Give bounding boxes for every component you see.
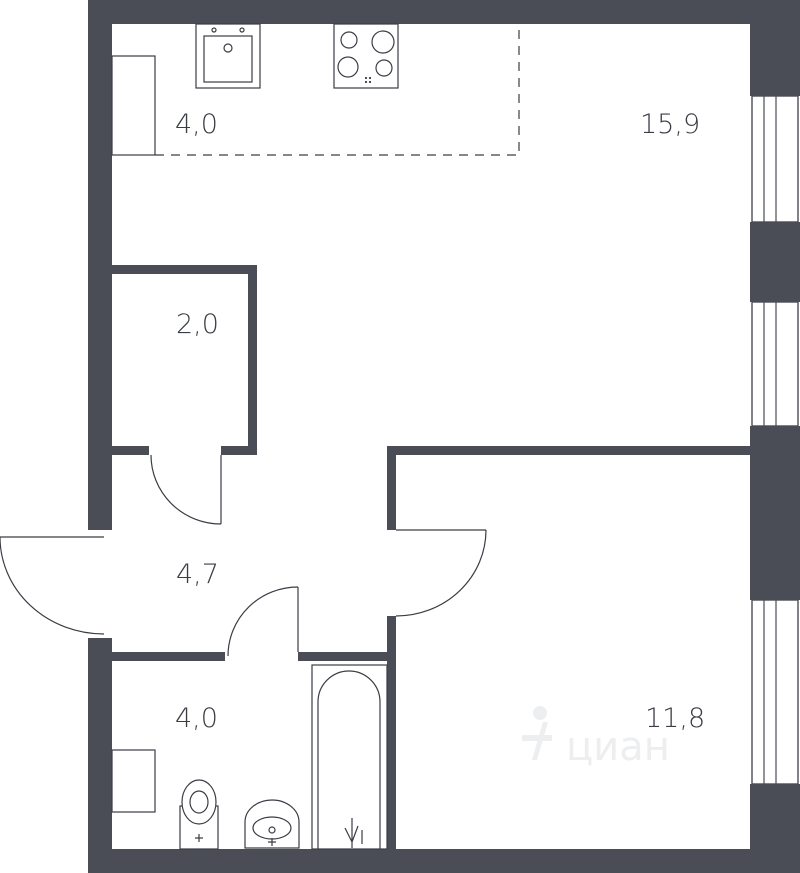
stove-icon [333, 23, 399, 89]
bathroom-door [227, 586, 299, 657]
bathtub-icon [311, 664, 388, 850]
doors [0, 454, 487, 657]
watermark-logo-icon [522, 706, 552, 760]
kitchen-zone: 4,0 [111, 23, 520, 156]
living-room-area-label: 15,9 [640, 109, 700, 140]
washbasin-icon [244, 799, 300, 849]
window-1 [751, 95, 799, 223]
right-wall-1 [750, 0, 800, 96]
right-wall-2 [750, 222, 800, 302]
storage-wall-top [112, 265, 257, 274]
right-wall-4 [750, 784, 800, 873]
left-wall-upper [88, 0, 112, 530]
washing-machine-niche [111, 749, 156, 813]
bottom-wall [88, 849, 800, 873]
bedroom-area-label: 11,8 [645, 703, 705, 734]
bedroom-door [395, 529, 487, 617]
bathroom-wall-top-right [298, 652, 387, 661]
storage-wall-bottom-right [221, 446, 257, 455]
storage-area-label: 2,0 [176, 309, 219, 340]
storage-wall-bottom-left [112, 446, 149, 455]
bathroom: 4,0 [111, 664, 388, 850]
window-3 [751, 599, 799, 785]
walls [88, 0, 800, 873]
watermark: циан [522, 706, 670, 770]
bedroom-wall-top [387, 446, 750, 455]
kitchen-area-label: 4,0 [175, 109, 218, 140]
top-wall [88, 0, 800, 24]
toilet-icon [179, 779, 219, 850]
bathroom-area-label: 4,0 [175, 703, 218, 734]
watermark-text: циан [566, 724, 670, 770]
window-2 [751, 301, 799, 427]
storage-door [150, 454, 222, 525]
bathroom-wall-top-left [112, 652, 225, 661]
entrance-door [0, 536, 105, 635]
bedroom-wall-left-upper [387, 446, 396, 530]
bedroom-wall-left-lower [387, 616, 396, 849]
windows [751, 95, 799, 785]
left-wall-lower [88, 638, 112, 873]
right-wall-3 [750, 426, 800, 600]
hallway-area-label: 4,7 [176, 559, 219, 590]
storage-wall-right [248, 265, 257, 455]
kitchen-cabinet [111, 55, 156, 156]
sink-icon [195, 23, 261, 89]
